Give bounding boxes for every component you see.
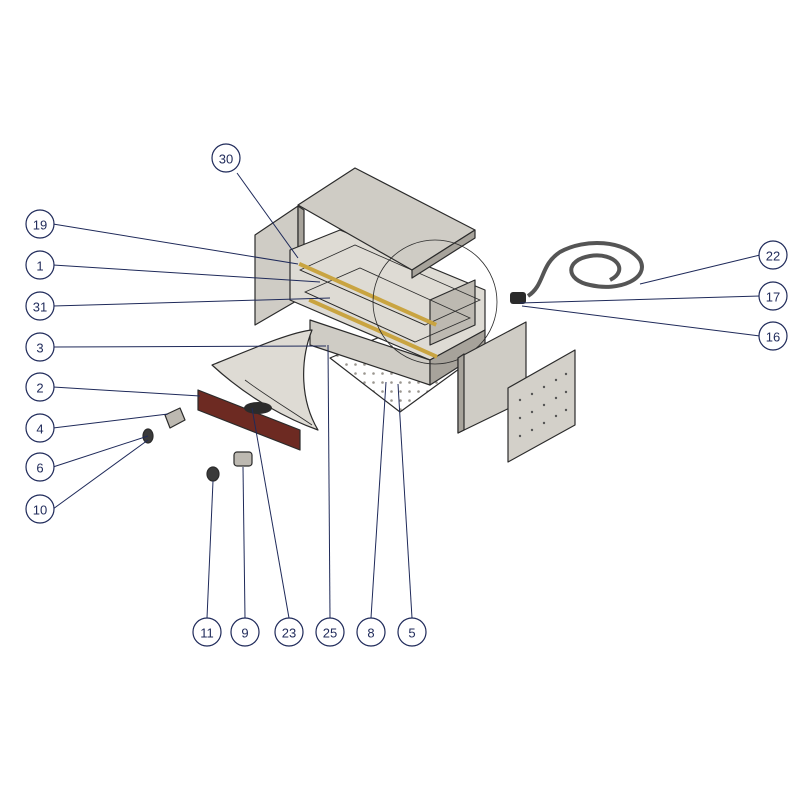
callout-1-label: 1 [36, 259, 43, 274]
callout-11-label: 11 [200, 626, 214, 641]
callout-3-label: 3 [36, 341, 43, 356]
detail-view-circle [372, 239, 498, 365]
callout-10-label: 10 [33, 503, 47, 518]
callout-11: 11 [192, 617, 222, 647]
callout-25: 25 [315, 617, 345, 647]
callout-2: 2 [25, 372, 55, 402]
callout-6: 6 [25, 452, 55, 482]
right-outer-panel [507, 349, 576, 463]
knob-11 [206, 466, 220, 482]
callout-2-label: 2 [36, 381, 43, 396]
callout-3: 3 [25, 332, 55, 362]
callout-31-label: 31 [33, 300, 47, 315]
callout-17-label: 17 [766, 290, 780, 305]
callout-10: 10 [25, 494, 55, 524]
callout-8: 8 [356, 617, 386, 647]
control-panel-strip [197, 389, 301, 451]
thermostat-block [164, 407, 186, 429]
heating-elements [298, 262, 438, 359]
callout-4: 4 [25, 413, 55, 443]
callout-6-label: 6 [36, 461, 43, 476]
callout-5-label: 5 [408, 626, 415, 641]
callout-22: 22 [758, 240, 788, 270]
callout-30: 30 [211, 143, 241, 173]
leader-lines [52, 172, 761, 619]
top-cover [297, 167, 476, 279]
callout-23: 23 [274, 617, 304, 647]
callout-9-label: 9 [241, 626, 248, 641]
callout-4-label: 4 [36, 422, 43, 437]
callout-25-label: 25 [323, 626, 337, 641]
callout-8-label: 8 [367, 626, 374, 641]
callout-23-label: 23 [282, 626, 296, 641]
callout-19-label: 19 [33, 218, 47, 233]
callout-22-label: 22 [766, 249, 780, 264]
callout-17: 17 [758, 281, 788, 311]
callout-16-label: 16 [766, 330, 780, 345]
cord-clamp [510, 292, 526, 304]
callout-1: 1 [25, 250, 55, 280]
callout-19: 19 [25, 209, 55, 239]
wire-racks [299, 244, 481, 343]
power-cord [526, 241, 644, 298]
callout-5: 5 [397, 617, 427, 647]
timer-switch-9 [233, 451, 253, 467]
callout-30-label: 30 [219, 152, 233, 167]
callout-9: 9 [230, 617, 260, 647]
callout-31: 31 [25, 291, 55, 321]
callout-16: 16 [758, 321, 788, 351]
